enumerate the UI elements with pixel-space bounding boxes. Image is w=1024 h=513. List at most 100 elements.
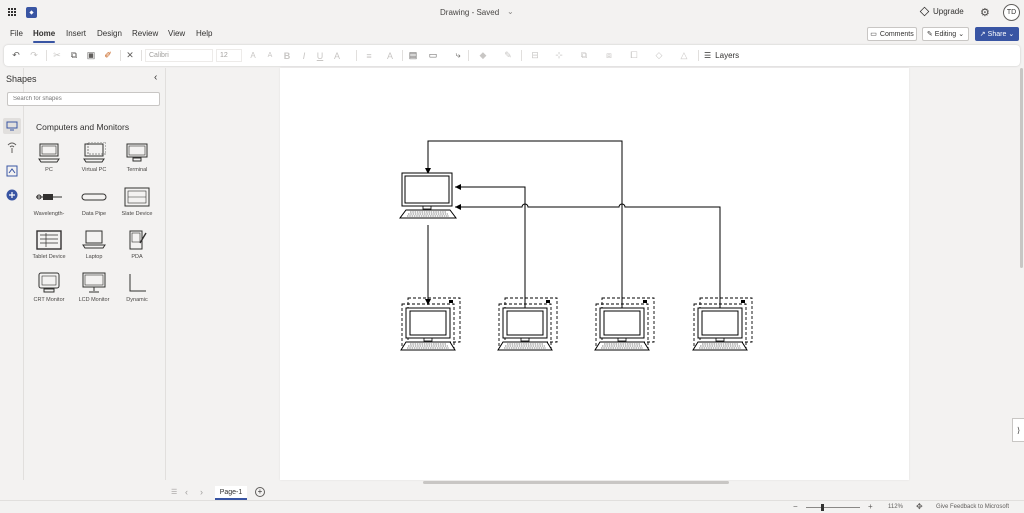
add-stencil-button[interactable]: [3, 187, 21, 203]
tab-file[interactable]: File: [10, 29, 23, 38]
all-pages-icon[interactable]: ☰: [171, 489, 178, 496]
connector-line[interactable]: [455, 203, 721, 308]
chevron-down-icon[interactable]: ⌄: [507, 7, 514, 16]
shape-search-input[interactable]: [7, 92, 160, 106]
bring-forward-icon[interactable]: ⧈: [606, 50, 612, 60]
gear-icon[interactable]: ⚙: [980, 7, 990, 19]
copy-icon[interactable]: ⧉: [70, 50, 78, 60]
canvas-area[interactable]: [167, 68, 1023, 480]
vertical-scrollbar[interactable]: [1019, 68, 1024, 480]
dynamic-connector-icon: [129, 274, 146, 292]
drawing-page[interactable]: [280, 68, 909, 480]
cut-icon[interactable]: ✂: [53, 50, 61, 60]
tab-review[interactable]: Review: [132, 29, 159, 38]
laptop-shape[interactable]: [399, 172, 457, 219]
shape-icon[interactable]: ▭: [428, 50, 438, 60]
shape-virtual-pc[interactable]: Virtual PC: [74, 142, 114, 180]
format-painter-icon[interactable]: ✐: [104, 50, 112, 60]
shape-tablet-device[interactable]: Tablet Device: [29, 229, 69, 267]
tab-design[interactable]: Design: [97, 29, 122, 38]
italic-icon[interactable]: I: [302, 50, 306, 61]
shape-slate-device[interactable]: Slate Device: [117, 186, 157, 224]
avatar[interactable]: TD: [1003, 4, 1020, 21]
fit-to-window-icon[interactable]: ✥: [916, 502, 923, 511]
shape-dynamic-connector[interactable]: Dynamic: [117, 272, 157, 310]
zoom-out-button[interactable]: −: [793, 502, 798, 511]
title-bar: Drawing - Saved ⌄ Upgrade ⚙ TD: [0, 0, 1024, 26]
shapes-rail-button[interactable]: [3, 118, 21, 134]
styles-icon[interactable]: △: [680, 50, 688, 60]
page-tab[interactable]: Page-1: [215, 486, 247, 500]
upgrade-button[interactable]: Upgrade: [919, 6, 964, 17]
shape-data-pipe[interactable]: Data Pipe: [74, 186, 114, 224]
chevron-left-icon[interactable]: ‹: [185, 487, 188, 497]
align-text-icon[interactable]: ≡: [366, 50, 372, 61]
decrease-font-icon[interactable]: A: [267, 52, 273, 59]
diagram-rail-button[interactable]: [3, 163, 21, 179]
virtual-pc-shape[interactable]: [594, 297, 655, 351]
horizontal-scrollbar[interactable]: [167, 480, 1019, 485]
connector-icon[interactable]: ⤷: [455, 50, 461, 60]
align-icon[interactable]: ⊟: [531, 50, 539, 60]
position-icon[interactable]: ⊹: [555, 50, 563, 60]
zoom-in-button[interactable]: +: [868, 502, 873, 511]
paste-icon[interactable]: ▣: [86, 50, 96, 60]
shape-terminal[interactable]: Terminal: [117, 142, 157, 180]
stencil-title: Computers and Monitors: [36, 122, 130, 132]
tab-help[interactable]: Help: [196, 29, 213, 38]
connector-line[interactable]: [455, 184, 526, 308]
shape-label: CRT Monitor: [33, 297, 65, 303]
chevron-left-icon[interactable]: ‹: [154, 72, 158, 83]
chevron-right-icon[interactable]: ›: [200, 487, 203, 497]
add-page-icon[interactable]: +: [255, 487, 265, 497]
shape-label: Terminal: [126, 167, 148, 173]
data-pipe-icon: [81, 193, 107, 201]
font-color-icon[interactable]: A: [333, 50, 340, 61]
share-button[interactable]: ↗ Share ⌄: [975, 27, 1019, 41]
shape-crt-monitor[interactable]: CRT Monitor: [29, 272, 69, 310]
shape-pda[interactable]: PDA: [117, 229, 157, 267]
change-shape-icon[interactable]: ◇: [655, 50, 663, 60]
line-icon[interactable]: ✎: [504, 50, 512, 60]
network-rail-button[interactable]: [3, 140, 21, 156]
shape-label: LCD Monitor: [78, 297, 110, 303]
feedback-side-tab[interactable]: ⟩: [1012, 418, 1024, 442]
shape-pc[interactable]: PC: [29, 142, 69, 180]
crt-monitor-icon: [38, 272, 60, 293]
feedback-link[interactable]: Give Feedback to Microsoft: [936, 504, 1010, 510]
monitor-icon: [6, 121, 18, 131]
font-size-select[interactable]: 12: [216, 49, 242, 62]
zoom-slider[interactable]: [806, 507, 860, 508]
layers-button[interactable]: ☰ Layers: [704, 49, 739, 62]
zoom-slider-thumb[interactable]: [821, 504, 824, 511]
font-name-select[interactable]: Calibri: [145, 49, 213, 62]
tab-view[interactable]: View: [168, 29, 186, 38]
underline-icon[interactable]: U: [316, 50, 324, 61]
bold-icon[interactable]: B: [283, 50, 291, 61]
fill-icon[interactable]: ◆: [479, 50, 487, 60]
arrange-icon[interactable]: ⧉: [580, 50, 588, 60]
comments-button[interactable]: ▭ Comments: [867, 27, 917, 41]
tab-home[interactable]: Home: [33, 29, 56, 43]
tab-insert[interactable]: Insert: [66, 29, 87, 38]
group-icon[interactable]: ⧠: [630, 50, 638, 60]
undo-icon[interactable]: ↶: [12, 50, 20, 60]
text-box-icon[interactable]: ▤: [408, 50, 418, 60]
shape-lcd-monitor[interactable]: LCD Monitor: [74, 272, 114, 310]
zoom-level[interactable]: 112%: [888, 504, 903, 510]
shape-laptop[interactable]: Laptop: [74, 229, 114, 267]
app-launcher-icon[interactable]: [8, 8, 17, 17]
document-title[interactable]: Drawing - Saved: [440, 8, 500, 17]
redo-icon[interactable]: ↷: [30, 50, 38, 60]
virtual-pc-shape[interactable]: [400, 297, 461, 351]
editing-mode-button[interactable]: ✎ Editing ⌄: [922, 27, 969, 41]
virtual-pc-shape[interactable]: [692, 297, 753, 351]
connector-line[interactable]: [425, 140, 623, 308]
virtual-pc-shape[interactable]: [497, 297, 558, 351]
connector-lines[interactable]: [425, 140, 721, 308]
network-diagram[interactable]: [280, 68, 909, 480]
shape-wavelength[interactable]: Wavelength-: [29, 186, 69, 224]
text-size-icon[interactable]: A: [386, 50, 393, 61]
increase-font-icon[interactable]: A: [250, 51, 256, 60]
delete-icon[interactable]: ✕: [126, 50, 134, 60]
